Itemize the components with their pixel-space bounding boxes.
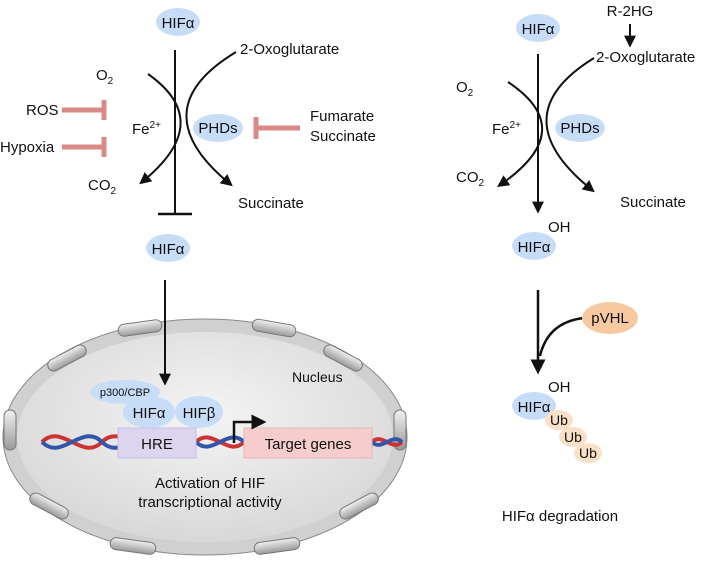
hif-alpha-node-stable [146,234,190,262]
target-genes-label: Target genes [265,436,352,453]
ubiquitin-node [574,443,602,463]
nuclear-pore [109,537,157,555]
oh-label-ubiquitinated: OH [548,379,571,396]
p300-cbp-label: p300/CBP [100,387,150,399]
pvhl-node [582,302,638,334]
hif-alpha-label-top-right: HIFα [522,21,555,38]
oxoglutarate-to-succinate-arrow-right [545,57,595,193]
phds-node [193,114,243,142]
hif-beta-label: HIFβ [183,405,216,422]
hif-alpha-bound-label: HIFα [133,405,166,422]
succinate-label-right: Succinate [620,194,686,211]
activation-caption-line2: transcriptional activity [138,494,282,511]
hif-alpha-node-top-right [516,14,560,42]
r2hg-label: R-2HG [607,3,654,20]
ubiquitin-label: Ub [564,429,582,445]
fumarate-label: Fumarate [310,108,374,125]
ubiquitin-node [545,410,573,430]
ubiquitin-node [559,427,587,447]
phds-node-right [555,114,605,142]
co2-label-right: CO2 [456,169,485,189]
ubiquitin-label: Ub [579,445,597,461]
hif-alpha-label-stable: HIFα [152,241,185,258]
fe2-label: Fe2+ [132,120,161,138]
degradation-caption: HIFα degradation [502,508,618,525]
hif-alpha-label-top: HIFα [162,15,195,32]
hif-alpha-node-top [156,8,200,36]
hif-alpha-ub-label: HIFα [518,399,551,416]
nuclear-pore [47,344,87,372]
o2-label-right: O2 [456,79,474,99]
nuclear-pore [251,318,297,338]
hypoxia-label: Hypoxia [0,139,55,156]
phds-label-right: PHDs [560,120,599,137]
o2-to-co2-arrow [139,73,182,185]
hif-alpha-oh-label: HIFα [518,239,551,256]
ubiquitin-label: Ub [550,412,568,428]
oxoglutarate-label: 2-Oxoglutarate [240,41,339,58]
target-genes-box [243,427,373,459]
nucleus-label: Nucleus [292,369,343,385]
pvhl-label: pVHL [591,310,629,327]
oxoglutarate-label-right: 2-Oxoglutarate [596,49,695,66]
nuclear-pore [117,319,163,337]
oh-label: OH [548,219,571,236]
nuclear-pore [3,409,17,451]
hif-beta-node [175,396,223,428]
nuclear-pore [339,492,379,520]
phds-label: PHDs [198,120,237,137]
o2-label: O2 [96,67,114,87]
fe2-label-right: Fe2+ [492,120,521,138]
hif-alpha-ub-node [512,392,556,420]
nuclear-pore [323,344,363,372]
hif-alpha-oh-node [512,232,556,260]
pvhl-binding-arrow [538,316,585,357]
ros-label: ROS [26,102,59,119]
nuclear-pore [253,537,301,555]
succinate-label: Succinate [238,195,304,212]
left-panel: HIFα 2-Oxoglutarate O2 ROS Hypoxia Fe2+ … [0,8,408,556]
co2-label: CO2 [88,177,117,197]
nuclear-pore [29,492,69,520]
o2-to-co2-arrow-right [497,81,544,188]
hre-box [117,427,197,459]
hre-label: HRE [141,436,173,453]
right-panel: HIFα R-2HG 2-Oxoglutarate O2 Fe2+ PHDs C… [456,3,695,525]
oxoglutarate-to-succinate-arrow [185,51,237,187]
succinate-inhibitor-label: Succinate [310,128,376,145]
hif-alpha-bound-node [123,396,175,428]
activation-caption-line1: Activation of HIF [155,475,265,492]
transcription-start-arrow [232,414,267,443]
